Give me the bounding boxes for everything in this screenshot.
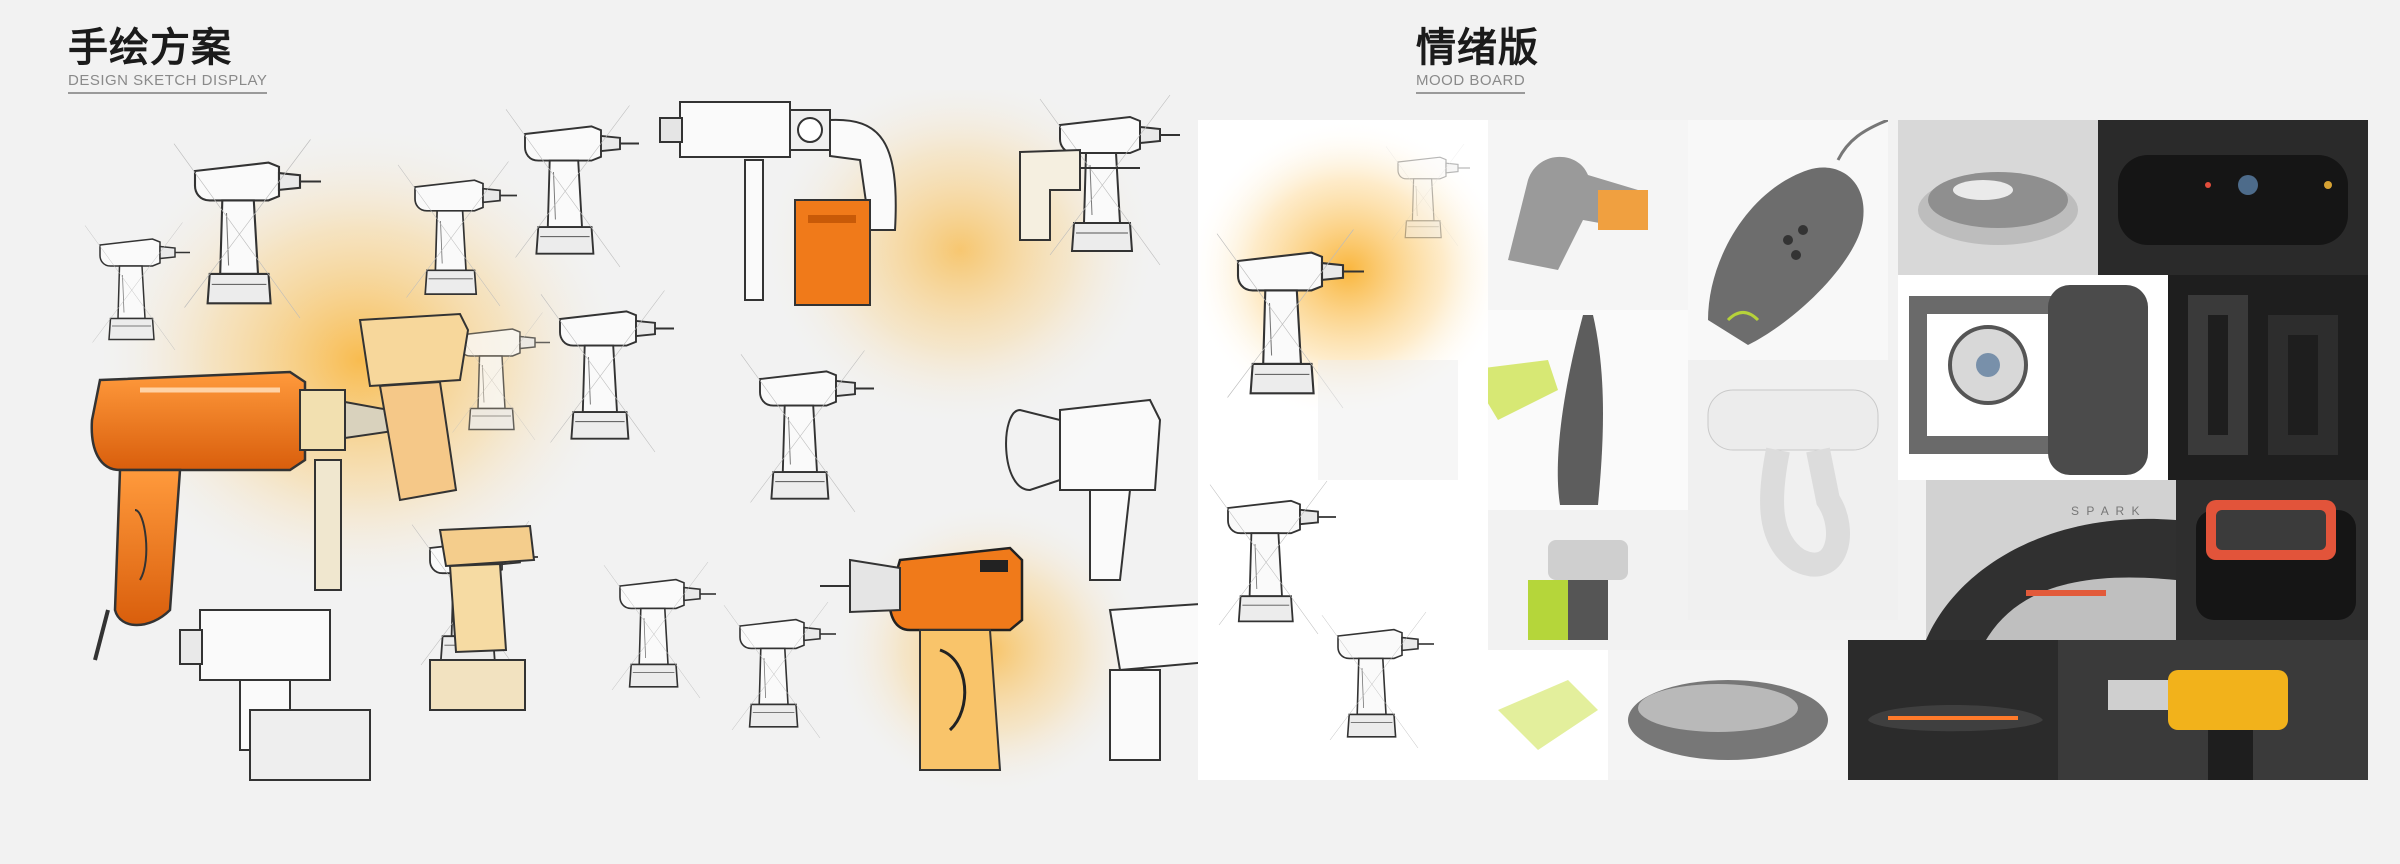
saw-tool bbox=[1498, 680, 1598, 750]
saw-tile bbox=[1488, 650, 1608, 780]
yellow-drill-tile bbox=[2058, 640, 2368, 780]
sketch-canvas bbox=[84, 70, 1231, 800]
drill-sketch bbox=[1209, 480, 1337, 635]
spark-device: S P A R K bbox=[1926, 504, 2176, 640]
orange-drill-sketch bbox=[90, 370, 430, 661]
yellow-drill bbox=[2108, 670, 2288, 780]
camera-bar bbox=[2118, 155, 2348, 245]
mood-board: S P A R K bbox=[1198, 120, 2368, 780]
chrome-mouse-tile bbox=[1898, 120, 2098, 275]
handle-product-tile bbox=[1488, 120, 1688, 310]
sketch-panel bbox=[60, 70, 1231, 800]
spark-tile: S P A R K bbox=[1926, 480, 2176, 640]
red-box bbox=[2196, 500, 2356, 620]
black-handles-tile bbox=[2168, 275, 2368, 480]
glow-bar bbox=[1868, 705, 2043, 732]
hair-dryer-tile bbox=[1688, 360, 1898, 620]
camera-bar-tile bbox=[2098, 120, 2368, 275]
drill-sketch bbox=[1321, 611, 1435, 749]
mood-section-title: 情绪版 MOOD BOARD bbox=[1416, 24, 1539, 94]
lime-tool-tile bbox=[1488, 310, 1568, 440]
chrome-mouse bbox=[1918, 172, 2078, 245]
drill-sketch-collage bbox=[1198, 120, 1488, 749]
silver-mouse-tile bbox=[1608, 650, 1848, 780]
orange-black-drill-sketch bbox=[820, 546, 1024, 771]
mood-title-zh: 情绪版 bbox=[1416, 25, 1539, 71]
glow-bar-tile bbox=[1848, 640, 2058, 780]
rotary-hammer-sketch bbox=[179, 609, 371, 781]
sketch-title-zh: 手绘方案 bbox=[68, 25, 232, 71]
controller-product bbox=[1708, 120, 1888, 345]
silver-mouse bbox=[1628, 680, 1828, 760]
black-handles bbox=[2188, 295, 2338, 455]
spark-label: S P A R K bbox=[2071, 504, 2141, 518]
lime-tool bbox=[1488, 360, 1558, 420]
hammer-drill-sketch bbox=[659, 101, 897, 306]
sketch-section-title: 手绘方案 DESIGN SKETCH DISPLAY bbox=[68, 24, 268, 94]
mood-title-en: MOOD BOARD bbox=[1416, 72, 1526, 94]
drill-sketch bbox=[603, 561, 717, 699]
sketch-title-en: DESIGN SKETCH DISPLAY bbox=[68, 72, 268, 94]
tall-device-tile bbox=[1488, 310, 1688, 510]
green-drill-tile bbox=[1488, 510, 1688, 650]
controller-tile bbox=[1688, 120, 1888, 360]
green-drill bbox=[1528, 540, 1628, 640]
hair-dryer bbox=[1707, 389, 1879, 577]
tan-drill-sketch bbox=[358, 312, 536, 711]
mood-sketch-tile bbox=[1198, 120, 1488, 780]
tall-device bbox=[1557, 315, 1603, 505]
handled-camera-tile bbox=[1898, 275, 2168, 480]
handled-camera bbox=[1909, 285, 2148, 475]
red-box-tile bbox=[2176, 480, 2368, 640]
drill-sketch bbox=[723, 601, 837, 739]
handle-product bbox=[1508, 156, 1648, 270]
